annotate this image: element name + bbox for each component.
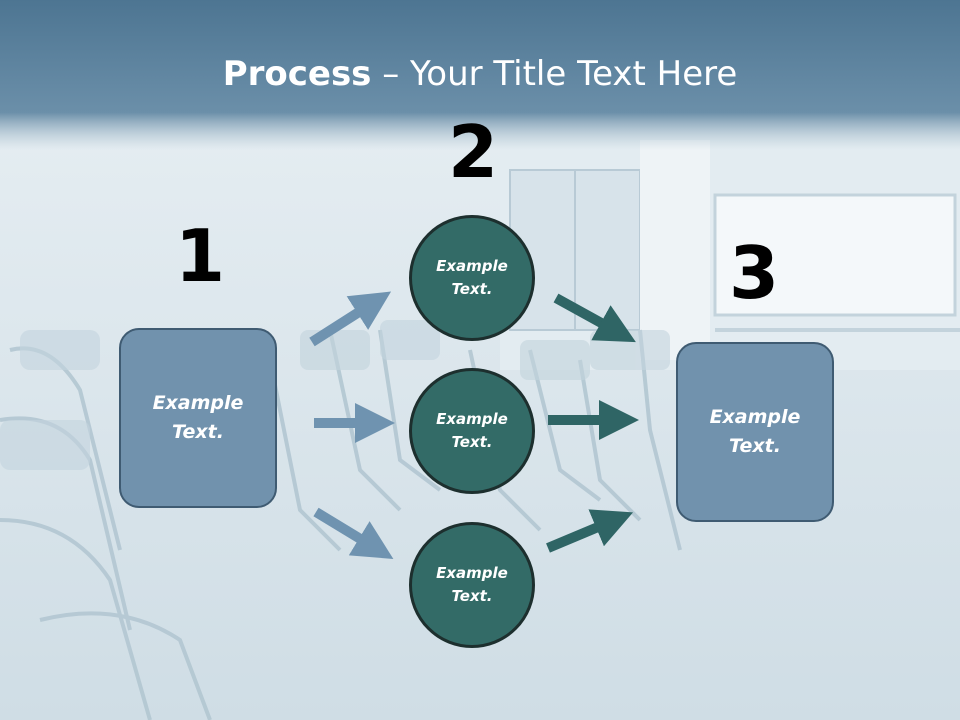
step-3-box: Example Text. bbox=[676, 342, 834, 522]
circle-top-text: Example Text. bbox=[436, 257, 508, 298]
circle-bottom-text: Example Text. bbox=[436, 564, 508, 605]
arrow-to-circle-bottom bbox=[313, 507, 394, 559]
step-2-circle-top: Example Text. bbox=[409, 215, 535, 341]
step-3-number: 3 bbox=[728, 231, 780, 315]
circle-middle-text: Example Text. bbox=[436, 410, 508, 451]
step-1-box: Example Text. bbox=[119, 328, 277, 508]
step-1-text: Example Text. bbox=[152, 392, 244, 443]
step-1-number: 1 bbox=[174, 214, 226, 298]
arrow-to-circle-top bbox=[309, 291, 392, 347]
step-2-number: 2 bbox=[447, 110, 499, 194]
step-2-circle-middle: Example Text. bbox=[409, 368, 535, 494]
arrow-from-circle-top bbox=[553, 293, 636, 343]
title-bold: Process bbox=[222, 54, 372, 94]
slide-title: Process – Your Title Text Here bbox=[0, 52, 960, 96]
arrow-from-circle-bottom bbox=[546, 509, 634, 553]
step-2-circle-bottom: Example Text. bbox=[409, 522, 535, 648]
step-3-text: Example Text. bbox=[709, 406, 801, 457]
title-rest: – Your Title Text Here bbox=[371, 54, 738, 94]
